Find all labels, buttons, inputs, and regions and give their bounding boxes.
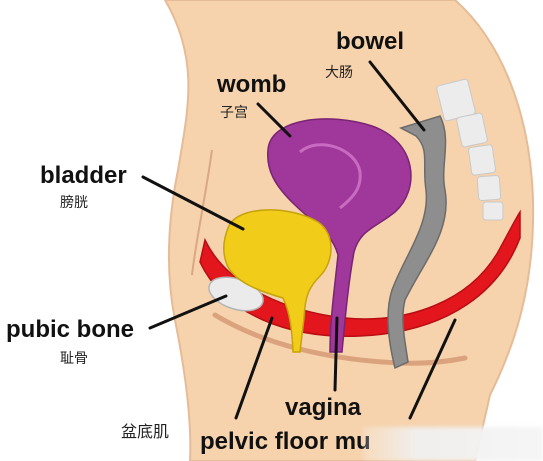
pointer-bowel	[368, 60, 426, 132]
label-bladder-zh: 膀胱	[60, 195, 88, 211]
pointer-pelvic-floor-right	[408, 318, 457, 420]
watermark-blur	[363, 427, 543, 461]
label-pubic-bone: pubic bone	[6, 316, 134, 343]
label-pubic-bone-zh: 耻骨	[60, 351, 88, 367]
label-pelvic-floor: pelvic floor mu	[200, 428, 371, 455]
label-pelvic-floor-zh: 盆底肌	[121, 422, 170, 441]
spine-segments	[436, 78, 504, 221]
bowel-shape	[387, 115, 447, 370]
pointer-bladder	[141, 175, 245, 231]
womb-highlight	[299, 143, 362, 210]
label-vagina: vagina	[285, 394, 362, 421]
pointer-vagina	[333, 316, 339, 392]
front-contour	[191, 149, 213, 276]
bladder-shape	[223, 209, 332, 353]
pointer-pubic-bone	[148, 294, 228, 330]
pointer-womb	[256, 102, 292, 138]
label-bladder: bladder	[40, 162, 127, 189]
label-bowel: bowel	[336, 28, 405, 55]
pelvic-contour	[212, 312, 468, 366]
pointer-lines	[141, 60, 457, 420]
pointer-pelvic-floor-left	[234, 316, 274, 420]
pelvic-floor-muscle	[199, 209, 521, 337]
label-womb: womb	[217, 71, 287, 98]
label-womb-zh: 子宫	[220, 105, 248, 121]
label-bowel-zh: 大肠	[325, 65, 353, 81]
